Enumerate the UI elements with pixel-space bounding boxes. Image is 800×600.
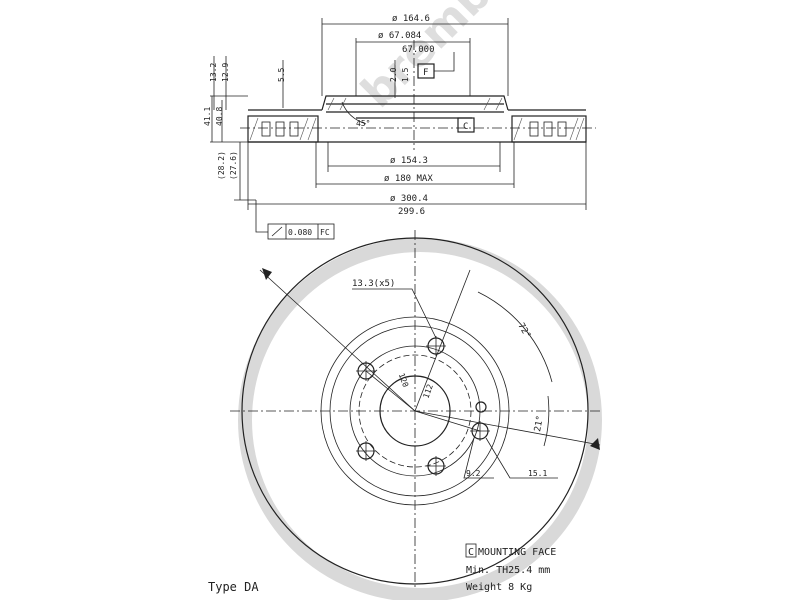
datum-f-label: F [423, 68, 428, 78]
watermark: brembo [238, 0, 602, 600]
dim-40-8: 40.8 [215, 107, 224, 126]
dim-d-164-6: ø 164.6 [392, 14, 430, 24]
bolt-hole [356, 441, 376, 461]
dim-27-6: (27.6) [229, 151, 238, 180]
watermark-ring [238, 238, 602, 600]
angle-72-label: 72° [515, 322, 532, 341]
mounting-face-symbol-box [465, 543, 477, 558]
dim-41-1: 41.1 [203, 107, 212, 126]
dim-15-1: 15.1 [528, 469, 547, 478]
datum-c-box [457, 117, 475, 133]
runout-ref: FC [320, 228, 330, 237]
pcd-112-label: 112 [421, 383, 434, 400]
dim-299-6: 299.6 [398, 207, 425, 217]
dim-d-67-084: ø 67.084 [378, 31, 421, 41]
section-view: C 45° [240, 40, 596, 150]
bolt-hole-small [475, 401, 487, 413]
dim-28-2: (28.2) [217, 151, 226, 180]
weight-note: Weight 8 Kg [466, 582, 532, 593]
angle-21-label: 21° [533, 415, 546, 433]
dim-67-000: 67.000 [402, 45, 435, 55]
mounting-face-note: MOUNTING FACE [478, 547, 556, 558]
top-dimensions: ø 164.6 ø 67.084 67.000 2.0 1.5 F 5.5 [277, 14, 509, 108]
runout-value: 0.080 [288, 228, 312, 237]
front-view: 72° 21° 120 112 13.3(x5) 9.2 15.1 [230, 230, 601, 590]
bolt-hole [426, 456, 446, 476]
runout-tolerance-frame: 0.080 FC [255, 200, 335, 240]
left-dimensions: 13.2 12.9 41.1 40.8 (28.2) (27.6) [203, 56, 256, 201]
dim-1-5: 1.5 [401, 67, 410, 82]
notes: C MOUNTING FACE Min. TH25.4 mm Weight 8 … [208, 543, 556, 594]
datum-c-label: C [463, 122, 468, 132]
dim-d-180-max: ø 180 MAX [384, 174, 433, 184]
dim-12-9: 12.9 [221, 63, 230, 82]
dim-d-300-4: ø 300.4 [390, 194, 428, 204]
dim-13-2: 13.2 [209, 63, 218, 82]
bottom-dimensions: ø 154.3 ø 180 MAX ø 300.4 299.6 [247, 142, 587, 217]
dim-5-5: 5.5 [277, 67, 286, 82]
watermark-text: brembo [352, 0, 523, 118]
dim-2-0: 2.0 [389, 67, 398, 82]
pcd-120-label: 120 [397, 372, 410, 389]
dim-9-2: 9.2 [466, 469, 481, 478]
mounting-face-symbol: C [468, 547, 474, 558]
type-note: Type DA [208, 580, 259, 594]
angle-45-label: 45° [356, 119, 370, 128]
holes-label: 13.3(x5) [352, 279, 395, 289]
min-thickness-note: Min. TH25.4 mm [466, 565, 550, 576]
dim-d-154-3: ø 154.3 [390, 156, 428, 166]
